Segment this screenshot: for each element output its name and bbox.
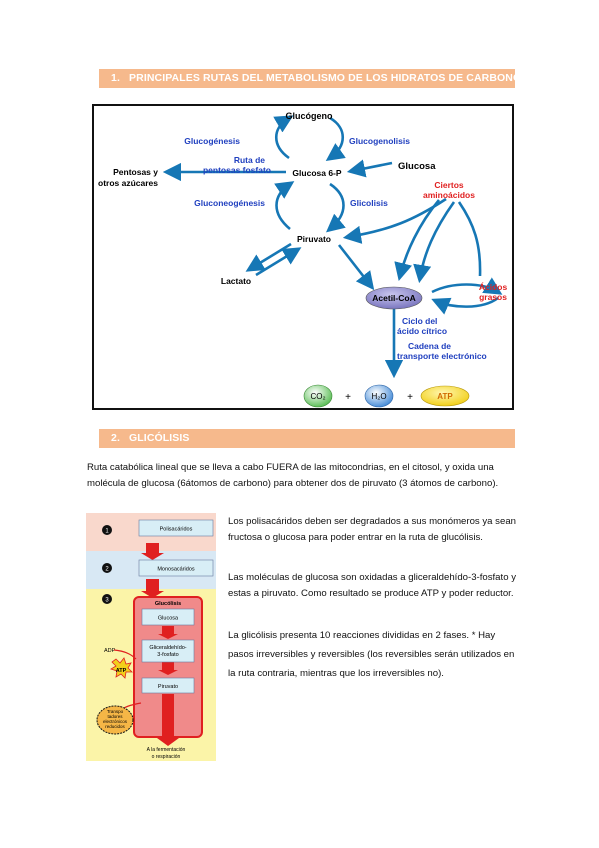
h2o-label: H₂O bbox=[371, 392, 386, 401]
pentosas-ruta-label-2: pentosas fosfato bbox=[203, 165, 271, 175]
adp-label: ADP bbox=[104, 648, 116, 654]
glucosa-box bbox=[141, 608, 195, 626]
plus-sign-2: + bbox=[407, 392, 413, 403]
glucosa-box-label: Glucosa bbox=[158, 616, 179, 622]
svg-text:2: 2 bbox=[105, 567, 109, 573]
plus-sign-1: + bbox=[345, 392, 351, 403]
polisacaridos-box bbox=[138, 519, 214, 537]
atp-label: ATP bbox=[437, 392, 453, 401]
glucolisis-box-label: Glucólisis bbox=[155, 601, 181, 607]
transp-label-1: Transpo bbox=[107, 709, 124, 714]
glicolisis-arrow bbox=[326, 182, 346, 233]
transportadores-node bbox=[96, 705, 134, 735]
acetilcoa-label: Acetil-CoA bbox=[372, 293, 415, 303]
aminoacidos-arrows bbox=[342, 197, 482, 284]
section-header-1: 1. PRINCIPALES RUTAS DEL METABOLISMO DE … bbox=[99, 69, 521, 88]
glucogenesis-label: Glucogénesis bbox=[184, 136, 240, 146]
fermentacion-label-1: A la fermentación bbox=[147, 747, 186, 753]
polisacaridos-paragraph: Los polisacáridos deben ser degradados a… bbox=[228, 516, 516, 543]
glucolisis-diagram: 1 2 3 Glucólisis Polisacáridos Monosacár… bbox=[86, 513, 216, 761]
atp-burst-icon bbox=[110, 657, 133, 679]
section-header-1-text: 1. PRINCIPALES RUTAS DEL METABOLISMO DE … bbox=[111, 72, 522, 84]
acidos-grasos-arrows bbox=[431, 277, 503, 315]
glicolisis-label: Glicolisis bbox=[350, 198, 388, 208]
section-header-2-text: 2. GLICÓLISIS bbox=[111, 432, 190, 444]
glucosa-oxidacion-paragraph: Las moléculas de glucosa son oxidadas a … bbox=[228, 572, 516, 599]
reacciones-paragraph: La glicólisis presenta 10 reacciones div… bbox=[228, 630, 515, 679]
glucogenolisis-arrow bbox=[325, 116, 346, 162]
gliceraldehido-box bbox=[141, 639, 195, 663]
aminoacidos-label-1: Ciertos bbox=[434, 180, 464, 190]
acetilcoa-node bbox=[365, 286, 423, 310]
ciclo-label-2: ácido cítrico bbox=[397, 326, 447, 336]
glicolisis-intro-text: Ruta catabólica lineal que se lleva a ca… bbox=[87, 462, 499, 489]
lactato-label: Lactato bbox=[221, 276, 251, 286]
step-2-badge: 2 bbox=[102, 563, 112, 573]
gliceraldehido-label-1: Gliceraldehído- bbox=[149, 645, 186, 651]
atp-node bbox=[420, 385, 470, 407]
monosacaridos-label: Monosacáridos bbox=[157, 567, 195, 573]
piruvato-box-label: Piruvato bbox=[158, 684, 178, 690]
transp-label-3: electrónicos bbox=[103, 719, 128, 724]
glucogenesis-arrow bbox=[273, 115, 294, 160]
fermentacion-label-2: o respiración bbox=[152, 754, 181, 760]
metabolism-diagram-frame: Glucógeno Glucogénesis Glucogenolisis Ru… bbox=[92, 104, 514, 410]
glucogeno-label: Glucógeno bbox=[286, 111, 334, 121]
pentosas-label-2: otros azúcares bbox=[98, 178, 158, 188]
pentosas-label-1: Pentosas y bbox=[113, 167, 158, 177]
monosacaridos-box bbox=[138, 559, 214, 577]
aminoacidos-label-2: aminoácidos bbox=[423, 190, 475, 200]
svg-text:3: 3 bbox=[105, 598, 109, 604]
piruvato-label: Piruvato bbox=[297, 234, 331, 244]
glucogenolisis-label: Glucogenolisis bbox=[349, 136, 410, 146]
atp-burst-label: ATP bbox=[116, 668, 127, 674]
acidos-label-1: Ácidos bbox=[479, 282, 508, 292]
metabolism-diagram: Glucógeno Glucogénesis Glucogenolisis Ru… bbox=[98, 111, 508, 408]
co2-node bbox=[303, 384, 333, 408]
pentosas-ruta-label-1: Ruta de bbox=[234, 155, 265, 165]
piruvato-acetil-arrow bbox=[337, 244, 375, 291]
cadena-label-2: transporte electrónico bbox=[397, 351, 487, 361]
h2o-node bbox=[364, 384, 394, 408]
step-1-badge: 1 bbox=[102, 525, 112, 535]
gliceraldehido-label-2: 3-fosfato bbox=[157, 652, 178, 658]
polisacaridos-label: Polisacáridos bbox=[160, 527, 193, 533]
transp-label-4: reducidos bbox=[105, 724, 125, 729]
lactato-arrows bbox=[245, 242, 302, 277]
gluconeogenesis-label: Gluconeogénesis bbox=[194, 198, 265, 208]
ciclo-label-1: Ciclo del bbox=[402, 316, 437, 326]
piruvato-box bbox=[141, 677, 195, 694]
step-3-badge: 3 bbox=[102, 594, 112, 604]
transp-label-2: tadores bbox=[107, 714, 123, 719]
cadena-label-1: Cadena de bbox=[408, 341, 451, 351]
svg-text:1: 1 bbox=[105, 529, 109, 535]
gluconeogenesis-arrow bbox=[274, 181, 295, 230]
glucosa6p-label: Glucosa 6-P bbox=[292, 168, 341, 178]
glucosa-arrow bbox=[346, 159, 393, 178]
co2-label: CO₂ bbox=[310, 392, 325, 401]
acidos-label-2: grasos bbox=[479, 292, 507, 302]
section-header-2: 2. GLICÓLISIS bbox=[99, 429, 515, 448]
glucosa-label: Glucosa bbox=[398, 161, 436, 172]
